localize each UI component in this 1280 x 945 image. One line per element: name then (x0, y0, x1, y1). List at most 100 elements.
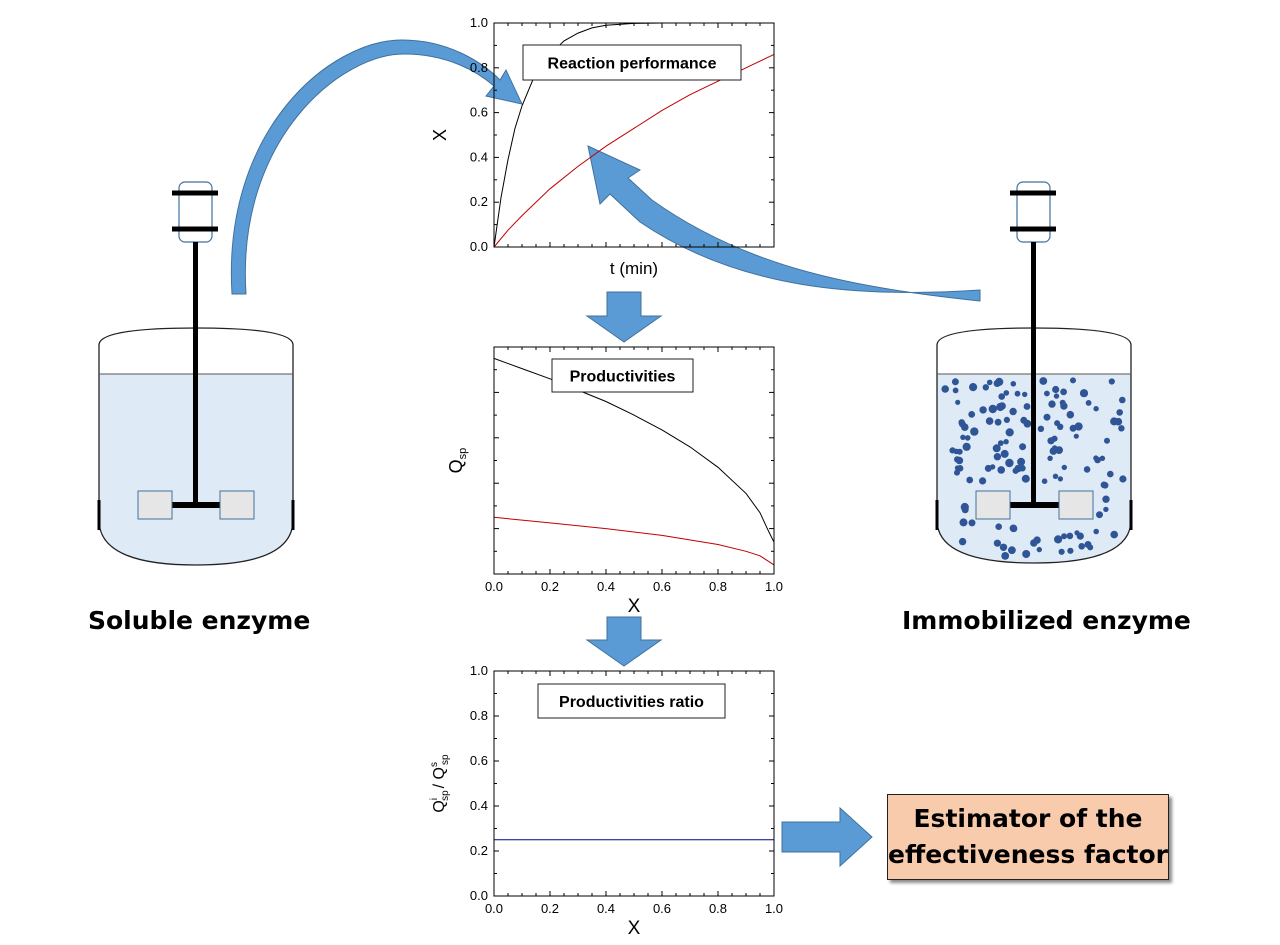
enzyme-bead (1001, 552, 1010, 560)
enzyme-bead (1078, 543, 1085, 550)
enzyme-bead (1043, 413, 1051, 421)
enzyme-bead (1023, 403, 1031, 410)
enzyme-bead (994, 418, 1002, 426)
enzyme-bead (1003, 416, 1011, 423)
x-tick-label: 0.8 (709, 579, 727, 594)
enzyme-bead (954, 456, 961, 463)
enzyme-bead (1021, 391, 1028, 398)
enzyme-bead (1119, 475, 1127, 483)
enzyme-bead (995, 523, 1002, 530)
enzyme-bead (1044, 390, 1050, 397)
y-tick-label: 0.0 (470, 239, 488, 254)
enzyme-bead (968, 411, 976, 418)
x-tick-label: 1.0 (765, 901, 783, 916)
x-tick-label: 0.0 (485, 901, 503, 916)
enzyme-bead (1069, 424, 1077, 432)
y-tick-label: 0.0 (470, 888, 488, 903)
chart-title: Productivities (570, 369, 676, 386)
y-tick-label: 0.2 (470, 843, 488, 858)
enzyme-bead (1037, 425, 1045, 432)
enzyme-bead (1102, 495, 1110, 503)
y-tick-label: 0.8 (470, 708, 488, 723)
enzyme-bead (1010, 381, 1017, 387)
enzyme-bead (960, 502, 969, 512)
enzyme-bead (982, 384, 989, 391)
enzyme-bead (1110, 530, 1118, 539)
enzyme-bead (959, 420, 966, 428)
enzyme-bead (1047, 437, 1055, 445)
y-tick-label: 0.4 (470, 149, 488, 164)
enzyme-bead (966, 476, 974, 484)
series-line-1 (493, 53, 775, 248)
y-tick-label: 0.4 (470, 798, 488, 813)
curved-arrow-soluble-to-chart (230, 39, 523, 295)
enzyme-bead (1093, 406, 1099, 412)
estimator-box: Estimator of the effectiveness factor (887, 794, 1169, 880)
enzyme-bead (1023, 419, 1032, 428)
enzyme-bead (986, 379, 993, 386)
chart-title-box (522, 44, 742, 81)
enzyme-bead (997, 466, 1005, 474)
impeller-paddle-left (137, 490, 173, 520)
down-arrow-1 (585, 291, 663, 343)
soluble-reactor (97, 181, 295, 566)
enzyme-bead (958, 537, 967, 546)
enzyme-bead (964, 435, 971, 441)
y-axis-label: Qisp/ Qssp (429, 754, 451, 813)
enzyme-bead (1103, 506, 1109, 513)
series-line-0 (493, 357, 775, 543)
enzyme-bead (955, 399, 961, 405)
immobilized-reactor (935, 181, 1133, 564)
y-tick-label: 0.2 (470, 194, 488, 209)
enzyme-bead (959, 518, 968, 527)
x-tick-label: 1.0 (765, 579, 783, 594)
enzyme-bead (1060, 402, 1068, 410)
enzyme-bead (995, 377, 1004, 386)
enzyme-bead (1083, 466, 1091, 473)
enzyme-bead (1093, 455, 1099, 461)
enzyme-bead (949, 447, 956, 454)
enzyme-bead (1053, 393, 1060, 399)
enzyme-beads (941, 377, 1127, 560)
y-axis-label: Qsp (446, 448, 469, 474)
enzyme-bead (1085, 400, 1092, 406)
enzyme-bead (1099, 455, 1106, 461)
enzyme-bead (1009, 407, 1017, 416)
enzyme-bead (993, 453, 1002, 461)
enzyme-bead (941, 385, 949, 393)
enzyme-bead (1036, 546, 1043, 553)
enzyme-bead (1060, 388, 1067, 396)
enzyme-bead (968, 519, 976, 527)
enzyme-bead (1096, 511, 1103, 519)
chart-title: Reaction performance (548, 56, 717, 73)
enzyme-bead (1047, 455, 1053, 461)
x-tick-label: 0.2 (541, 901, 559, 916)
enzyme-bead (954, 465, 961, 471)
enzyme-bead (1100, 481, 1108, 489)
enzyme-bead (984, 464, 992, 472)
x-tick-label: 0.2 (541, 579, 559, 594)
enzyme-bead (1066, 410, 1075, 419)
enzyme-bead (954, 469, 960, 476)
enzyme-bead (1054, 535, 1063, 544)
chart-title-box (551, 358, 694, 393)
y-tick-label: 0.6 (470, 105, 488, 120)
series-line-1 (493, 516, 775, 566)
enzyme-bead (1021, 474, 1030, 483)
enzyme-bead (1061, 533, 1068, 540)
enzyme-bead (1093, 528, 1099, 535)
enzyme-bead (1039, 377, 1048, 385)
enzyme-bead (952, 387, 959, 394)
enzyme-bead (1057, 476, 1063, 482)
enzyme-bead (1119, 396, 1126, 404)
enzyme-bead (1108, 378, 1115, 385)
x-axis-label: X (628, 596, 641, 617)
x-tick-label: 0.8 (709, 901, 727, 916)
x-tick-label: 0.0 (485, 579, 503, 594)
enzyme-bead (1087, 544, 1094, 551)
enzyme-bead (962, 442, 971, 451)
y-tick-label: 1.0 (470, 663, 488, 678)
